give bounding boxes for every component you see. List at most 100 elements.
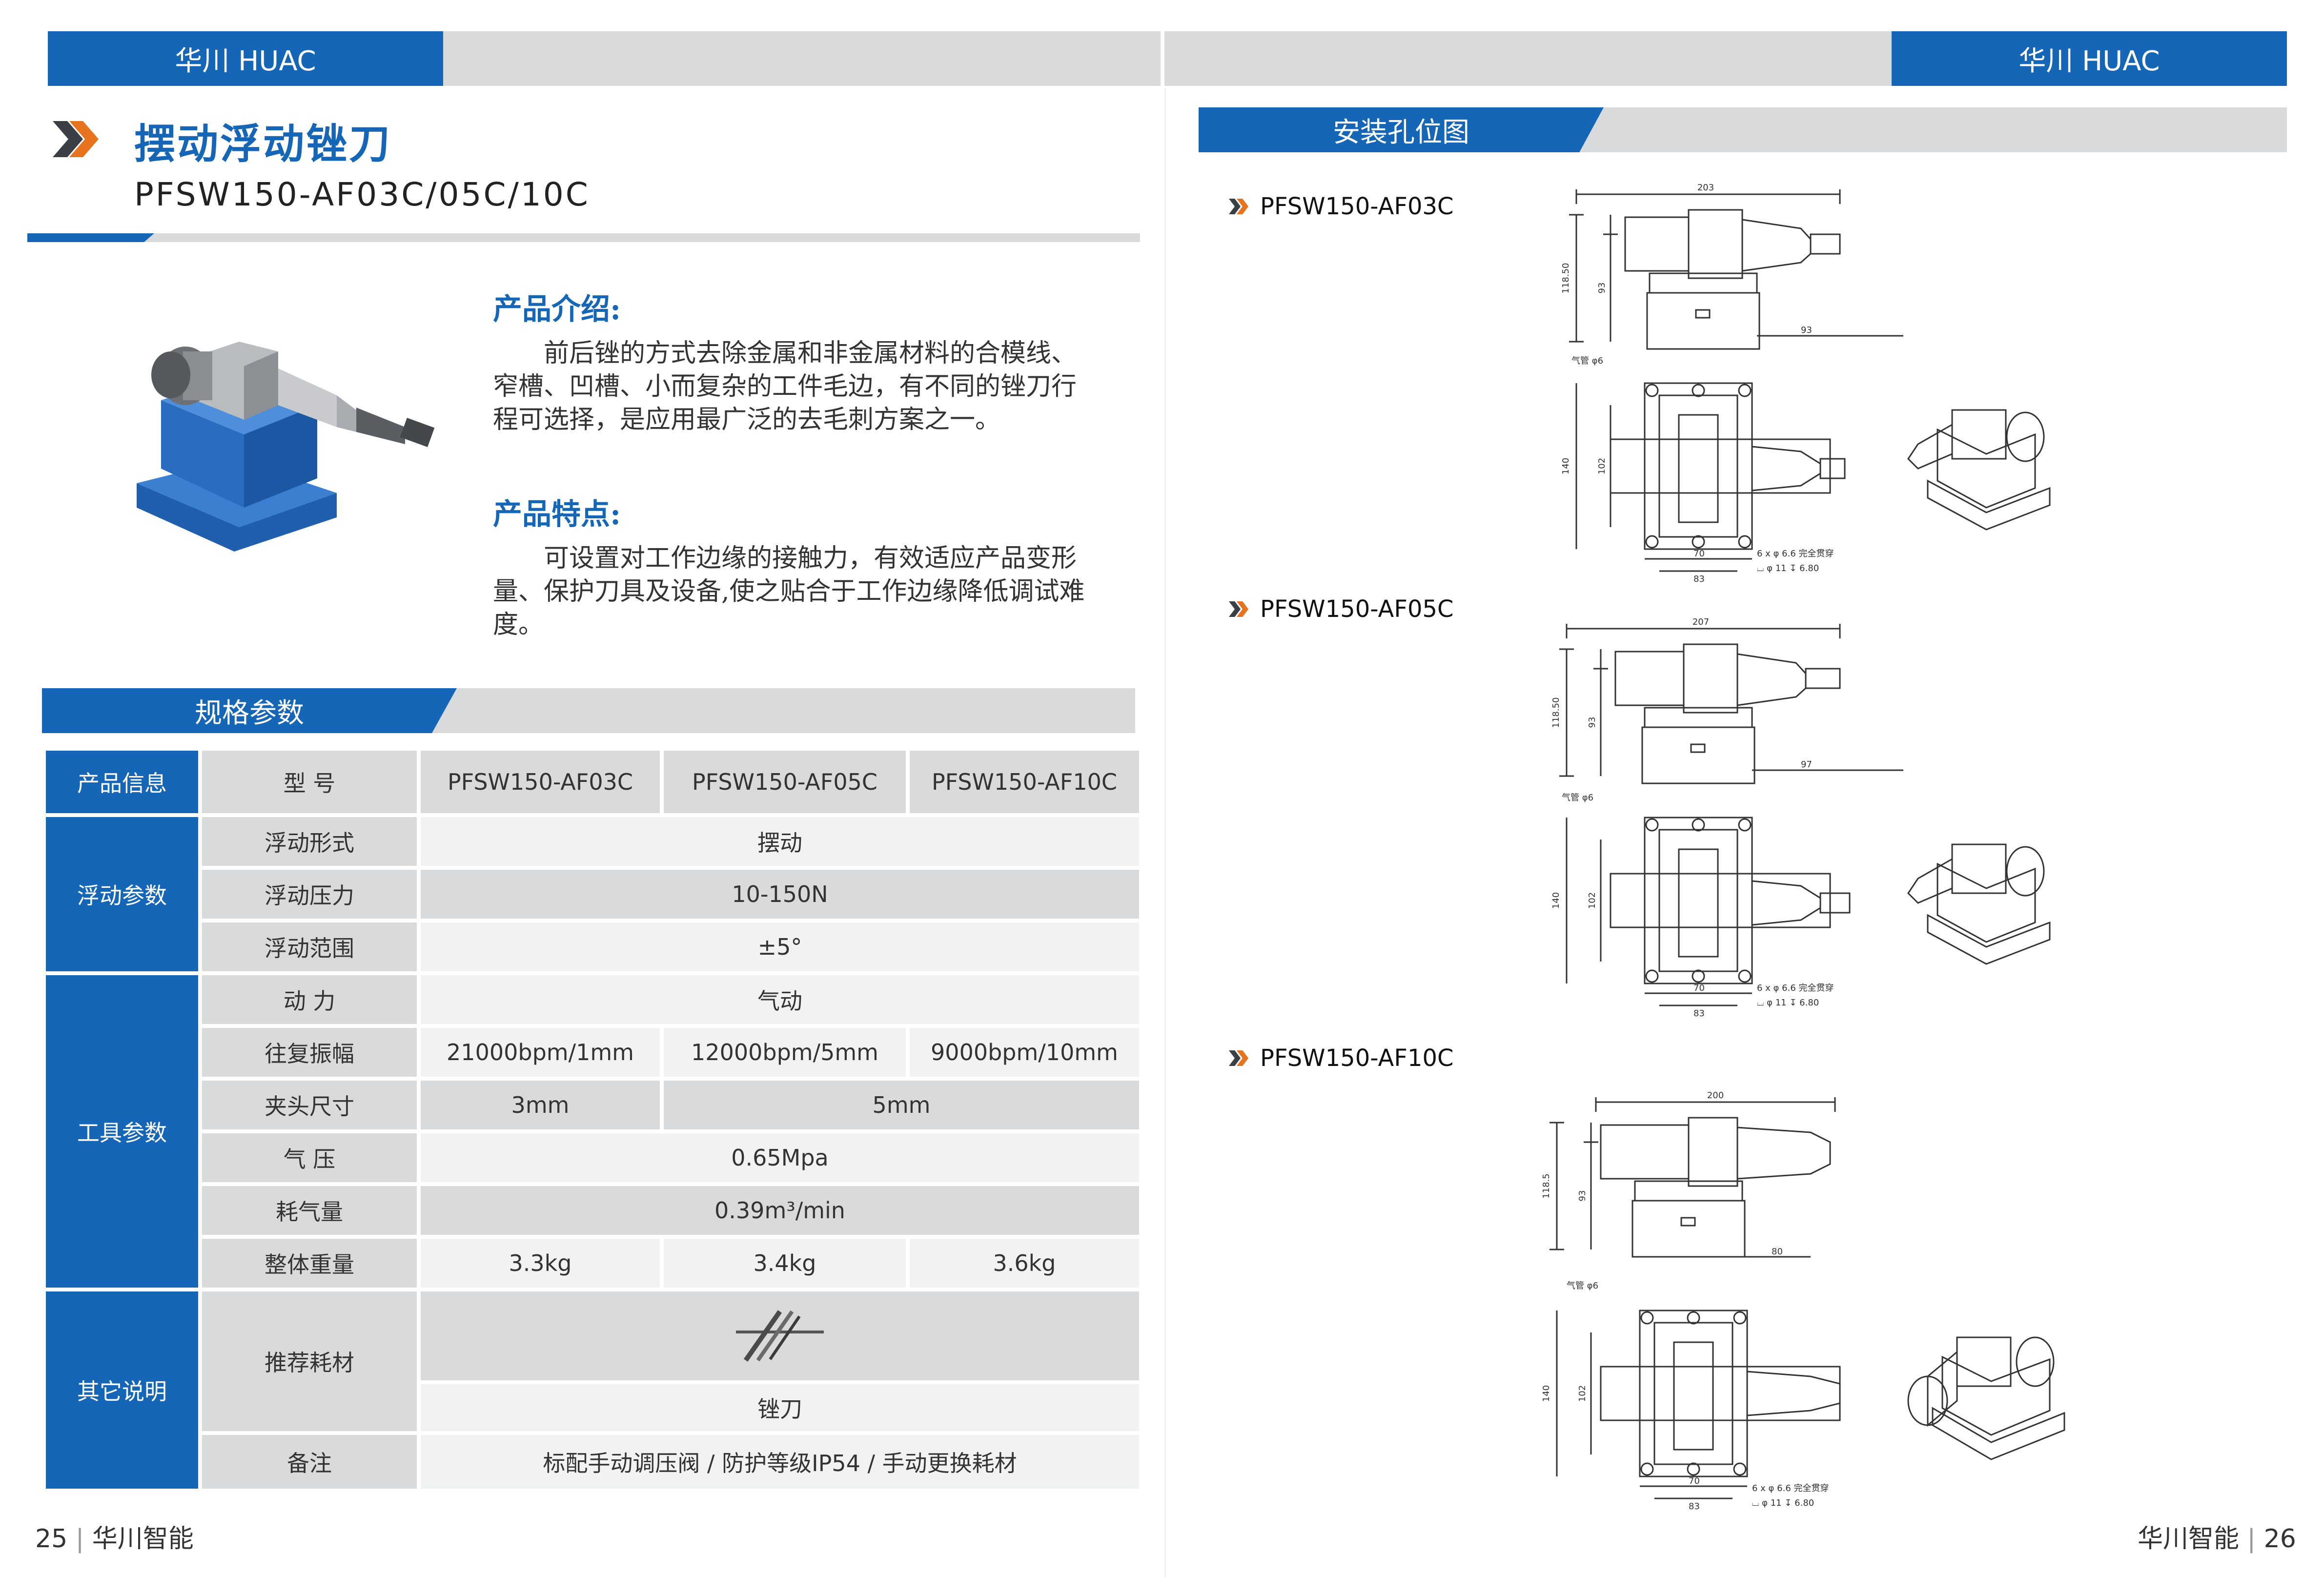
value-power: 气动 — [421, 975, 1139, 1024]
title-rule — [27, 233, 1140, 242]
dim-width: 207 — [1692, 617, 1709, 627]
dim-plan-h2: 102 — [1597, 458, 1607, 474]
page-number-right: 华川智能 | 26 — [2138, 1518, 2296, 1555]
footer-brand-left: 华川智能 — [92, 1524, 194, 1554]
page-number-right-value: 26 — [2263, 1524, 2296, 1554]
dim-width: 200 — [1707, 1090, 1724, 1101]
drawing-af10c: 200 118.5 93 80 气管 φ6 140 102 70 83 6 x … — [1541, 1090, 2065, 1512]
model-label-af05c: PFSW150-AF05C — [1229, 595, 1454, 623]
cbore-spec: ⌴ φ 11 ↧ 6.80 — [1757, 998, 1819, 1008]
model-af10c: PFSW150-AF10C — [910, 751, 1139, 813]
spec-table: 产品信息 型 号 PFSW150-AF03C PFSW150-AF05C PFS… — [42, 747, 1143, 1493]
footer-brand-right: 华川智能 — [2138, 1524, 2240, 1554]
intro-line-3: 程可选择，是应用最广泛的去毛刺方案之一。 — [493, 405, 1001, 434]
dim-h2: 93 — [1577, 1190, 1588, 1202]
dim-plan-h1: 140 — [1551, 892, 1561, 909]
file-tool-icon — [736, 1310, 824, 1362]
product-image — [137, 342, 435, 552]
intro-line-1: 前后锉的方式去除金属和非金属材料的合模线、 — [544, 339, 1077, 368]
value-weight-af05c: 3.4kg — [664, 1239, 906, 1288]
value-float-pressure: 10-150N — [421, 870, 1139, 919]
label-float-range: 浮动范围 — [202, 922, 417, 971]
intro-heading: 产品介绍: — [493, 292, 621, 327]
cbore-spec: ⌴ φ 11 ↧ 6.80 — [1757, 563, 1819, 573]
drawing-af05c: 207 118.50 93 97 气管 φ6 140 102 70 83 6 x… — [1551, 617, 2051, 1019]
cat-tool-params: 工具参数 — [46, 975, 198, 1288]
value-float-range: ±5° — [421, 922, 1139, 971]
dim-h2: 93 — [1597, 283, 1607, 294]
label-stroke: 往复振幅 — [202, 1028, 417, 1077]
model-name-af10c: PFSW150-AF10C — [1260, 1045, 1454, 1072]
model-af03c: PFSW150-AF03C — [421, 751, 660, 813]
hole-spec: 6 x φ 6.6 完全贯穿 — [1757, 983, 1834, 993]
air-label: 气管 φ6 — [1571, 356, 1603, 366]
page-separator-right: | — [2247, 1524, 2264, 1554]
label-weight: 整体重量 — [202, 1239, 417, 1288]
model-label-af10c: PFSW150-AF10C — [1229, 1045, 1454, 1072]
model-af05c: PFSW150-AF05C — [664, 751, 906, 813]
value-weight-af10c: 3.6kg — [910, 1239, 1139, 1288]
model-label-af03c: PFSW150-AF03C — [1229, 193, 1454, 220]
label-consumable: 推荐耗材 — [202, 1291, 417, 1431]
value-air-consumption: 0.39m³/min — [421, 1186, 1139, 1235]
chevron-icon — [53, 121, 99, 157]
dim-front: 93 — [1801, 325, 1812, 335]
cat-other-notes: 其它说明 — [46, 1291, 198, 1489]
model-series: PFSW150-AF03C/05C/10C — [134, 176, 590, 213]
label-air-consumption: 耗气量 — [202, 1186, 417, 1235]
dim-plan-w2: 83 — [1693, 1008, 1705, 1019]
dim-front: 97 — [1801, 759, 1812, 770]
drawing-af03c: 203 118.50 93 93 气管 φ6 140 102 70 83 6 x… — [1561, 183, 2051, 584]
hole-spec: 6 x φ 6.6 完全贯穿 — [1752, 1483, 1829, 1494]
value-weight-af03c: 3.3kg — [421, 1239, 660, 1288]
label-power: 动 力 — [202, 975, 417, 1024]
label-model: 型 号 — [202, 751, 417, 813]
value-float-form: 摆动 — [421, 817, 1139, 866]
dim-h1: 118.50 — [1561, 263, 1571, 294]
model-name-af03c: PFSW150-AF03C — [1260, 193, 1454, 220]
value-chuck-af05c-af10c: 5mm — [664, 1081, 1139, 1129]
hole-spec: 6 x φ 6.6 完全贯穿 — [1757, 549, 1834, 559]
page-separator-left: | — [75, 1524, 92, 1554]
air-label: 气管 φ6 — [1562, 793, 1593, 803]
value-consumable: 锉刀 — [421, 1384, 1139, 1431]
brand-left: 华川 HUAC — [48, 31, 443, 86]
value-stroke-af05c: 12000bpm/5mm — [664, 1028, 906, 1077]
label-remark: 备注 — [202, 1435, 417, 1489]
label-float-form: 浮动形式 — [202, 817, 417, 866]
page-number-left-value: 25 — [35, 1524, 68, 1554]
mount-tab: 安装孔位图 — [1199, 107, 1604, 152]
dim-plan-w2: 83 — [1689, 1501, 1700, 1512]
dim-h1: 118.50 — [1551, 697, 1561, 728]
page-title: 摆动浮动锉刀 — [134, 120, 392, 168]
cat-float-params: 浮动参数 — [46, 817, 198, 971]
dim-plan-h2: 102 — [1587, 892, 1597, 909]
label-chuck: 夹头尺寸 — [202, 1081, 417, 1129]
cbore-spec: ⌴ φ 11 ↧ 6.80 — [1752, 1498, 1814, 1508]
dim-plan-w1: 70 — [1693, 983, 1705, 993]
value-stroke-af03c: 21000bpm/1mm — [421, 1028, 660, 1077]
dim-plan-w1: 70 — [1693, 549, 1705, 559]
page-number-left: 25 | 华川智能 — [35, 1518, 194, 1555]
features-heading: 产品特点: — [493, 497, 621, 532]
air-label: 气管 φ6 — [1567, 1281, 1598, 1291]
dim-plan-h2: 102 — [1577, 1385, 1588, 1402]
dim-h1: 118.5 — [1541, 1173, 1551, 1199]
features-line-3: 度。 — [493, 610, 544, 639]
intro-line-2: 窄槽、凹槽、小而复杂的工件毛边，有不同的锉刀行 — [493, 372, 1077, 401]
chevron-small-icon — [1229, 1050, 1248, 1066]
dim-front: 80 — [1772, 1247, 1783, 1257]
dim-plan-w2: 83 — [1693, 574, 1705, 584]
label-air-pressure: 气 压 — [202, 1133, 417, 1182]
title-rule-accent — [27, 233, 154, 242]
value-remark: 标配手动调压阀 / 防护等级IP54 / 手动更换耗材 — [421, 1435, 1139, 1489]
page-divider — [1164, 88, 1166, 1577]
cat-product-info: 产品信息 — [46, 751, 198, 813]
model-name-af05c: PFSW150-AF05C — [1260, 595, 1454, 623]
spec-tab: 规格参数 — [42, 688, 457, 733]
intro-text: 前后锉的方式去除金属和非金属材料的合模线、 窄槽、凹槽、小而复杂的工件毛边，有不… — [493, 337, 1137, 436]
features-line-2: 量、保护刀具及设备,使之贴合于工作边缘降低调试难 — [493, 577, 1085, 606]
dim-plan-h1: 140 — [1561, 458, 1571, 474]
consumable-image-cell — [421, 1291, 1139, 1380]
chevron-small-icon — [1229, 601, 1248, 617]
